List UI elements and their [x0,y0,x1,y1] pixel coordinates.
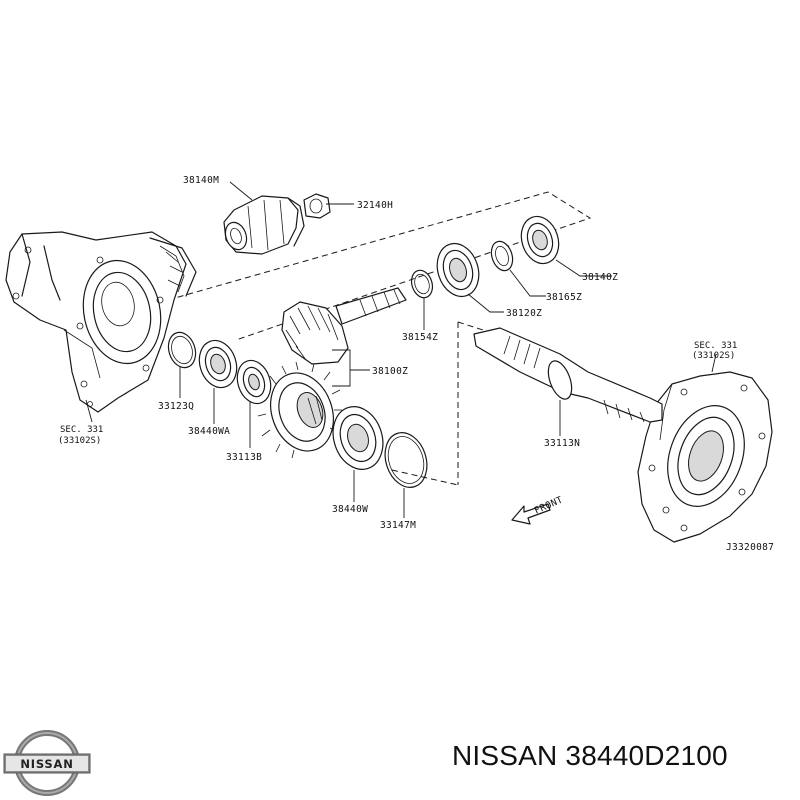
diagram-code: J3320087 [726,542,774,553]
part-label: 38120Z [506,308,542,319]
nissan-logo: NISSAN [3,730,91,796]
part-label: 33113N [544,438,580,449]
section-ref: SEC. 331 [60,425,103,435]
part-label: 32140H [357,200,393,211]
part-32140H-nut [303,193,331,219]
page-caption: NISSAN 38440D2100 [452,740,728,771]
part-label: 38140M [183,175,219,186]
part-33113N-shaft [473,327,663,423]
part-38440W-bearing [332,406,384,470]
part-label: 38440WA [188,426,230,437]
part-38120Z-bearing [436,242,480,298]
left-transfer-housing [5,231,197,413]
part-33147M-ring [384,432,428,488]
section-ref: SEC. 331 [694,341,737,351]
part-38165Z-spacer [490,240,514,272]
leader-lines [85,181,717,518]
part-38100Z-pinion [281,287,407,365]
right-transfer-housing [637,371,773,543]
logo-text: NISSAN [20,757,73,771]
part-38140M-flange [223,195,305,255]
part-38440WA-bearing [198,339,238,389]
part-label: 38440W [332,504,368,515]
part-label: 38140Z [582,272,618,283]
part-33123Q-ring [167,331,197,369]
part-label: 38100Z [372,366,408,377]
part-label: 38165Z [546,292,582,303]
part-33113B-bearing [236,359,272,405]
front-arrow [511,503,551,525]
part-label: 33147M [380,520,416,531]
section-sub: (33102S) [58,436,101,446]
part-label: 33113B [226,452,262,463]
part-38140Z-bearing [520,215,560,265]
section-sub: (33102S) [692,351,735,361]
part-38154Z-ring [410,269,434,299]
part-label: 33123Q [158,401,194,412]
part-38100Z-ring-gear [257,361,342,459]
part-label: 38154Z [402,332,438,343]
front-label: FRONT [533,494,565,516]
